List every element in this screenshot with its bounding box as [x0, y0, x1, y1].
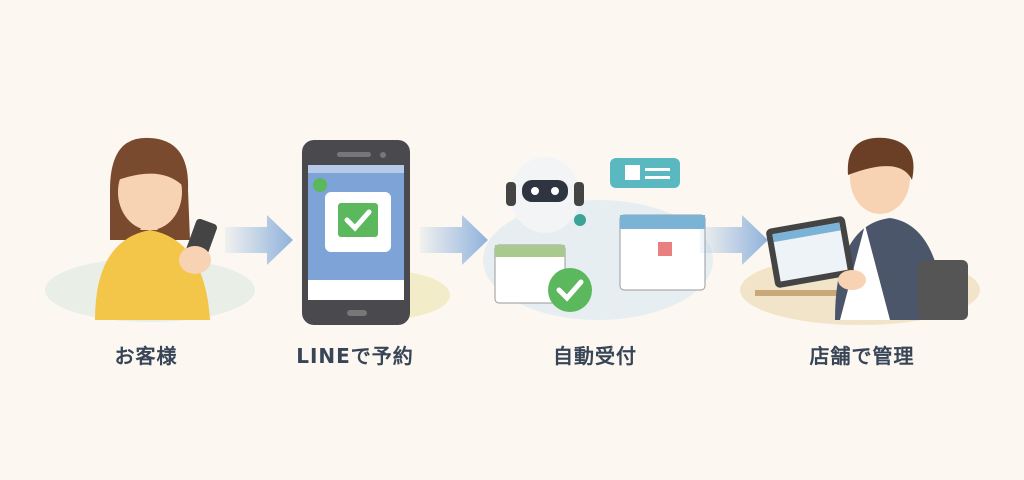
step-line-booking — [280, 135, 450, 330]
arrow-right-icon — [700, 215, 768, 265]
step-label-customer: お客様 — [114, 344, 178, 368]
robot-calendar-icon — [483, 157, 713, 320]
arrow-right-icon — [420, 215, 488, 265]
smartphone-icon — [302, 140, 450, 325]
step-label-store-management: 店舗で管理 — [809, 344, 915, 368]
staff-tablet-icon — [740, 137, 980, 325]
step-store-management — [740, 130, 990, 330]
step-auto-reception — [480, 150, 715, 325]
step-customer — [40, 130, 260, 330]
arrow-right-icon — [225, 215, 293, 265]
step-label-line-booking: LINEで予約 — [296, 344, 414, 368]
customer-illustration-icon — [45, 137, 255, 322]
step-label-auto-reception: 自動受付 — [553, 344, 637, 368]
